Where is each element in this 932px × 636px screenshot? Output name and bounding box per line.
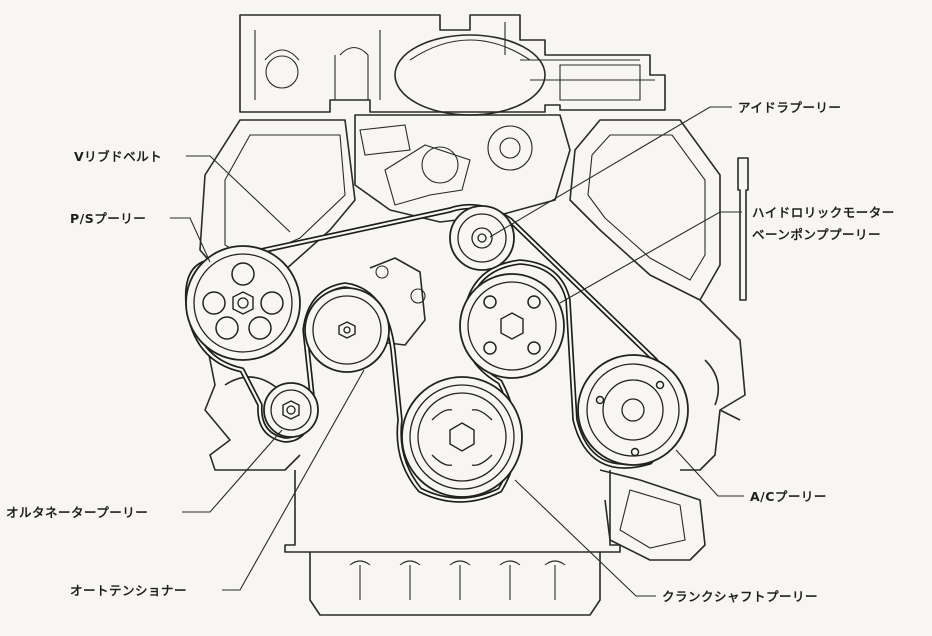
vane-pump-pulley	[459, 273, 565, 379]
engine-block-outline	[199, 14, 749, 616]
crankshaft-pulley	[401, 376, 523, 498]
alternator-pulley	[263, 382, 319, 438]
v-ribbed-belt-label: Vリブドベルト	[74, 149, 162, 164]
hydraulic-motor-label-1: ハイドロリックモーター	[752, 205, 895, 220]
ac-pulley-label: A/Cプーリー	[750, 489, 827, 504]
idler-pulley-label: アイドラプーリー	[738, 100, 841, 115]
auto-tensioner-pulley	[304, 287, 390, 373]
hydraulic-motor-label-2: ベーンポンププーリー	[752, 227, 881, 242]
ps-pulley-label: P/Sプーリー	[70, 211, 146, 226]
leader-lines	[170, 106, 744, 597]
auto-tensioner-label: オートテンショナー	[70, 583, 187, 598]
v-ribbed-belt	[184, 203, 676, 503]
alternator-pulley-label: オルタネータープーリー	[6, 505, 148, 520]
crankshaft-pulley-label: クランクシャフトプーリー	[662, 589, 818, 604]
idler-pulley	[449, 205, 515, 271]
ps-pulley	[185, 245, 301, 361]
ac-pulley	[577, 354, 689, 466]
